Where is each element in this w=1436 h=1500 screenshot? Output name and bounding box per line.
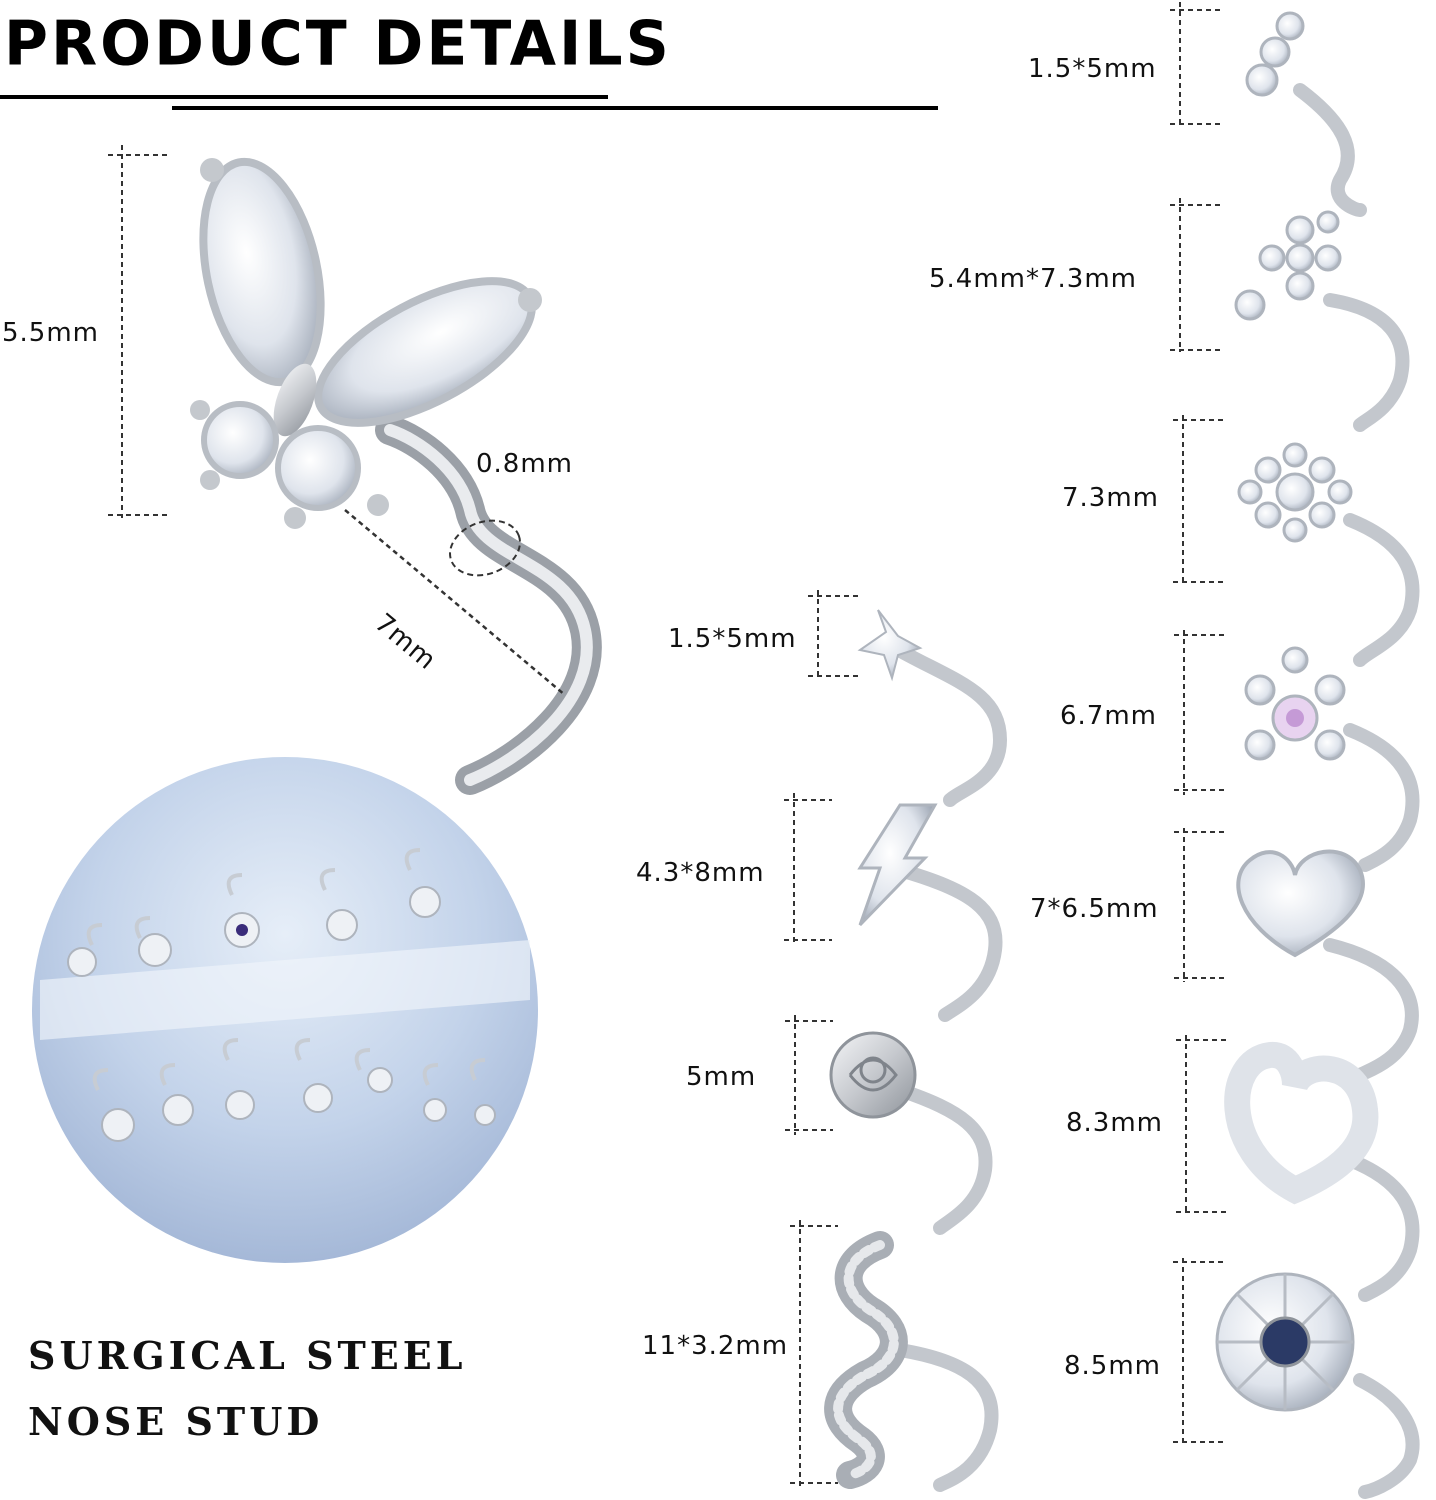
- star-stud-icon: [857, 609, 923, 682]
- right-size-1: 1.5*5mm: [1028, 54, 1157, 84]
- middle-size-4: 11*3.2mm: [642, 1331, 789, 1361]
- right-size-7: 8.5mm: [1064, 1351, 1162, 1381]
- right-size-5: 7*6.5mm: [1030, 894, 1159, 924]
- pave-heart-stud-icon: [1236, 849, 1365, 958]
- title-underline-short: [0, 95, 608, 99]
- right-size-3: 7.3mm: [1062, 483, 1160, 513]
- lifestyle-photo-circle: [32, 757, 538, 1263]
- right-size-2: 5.4mm*7.3mm: [929, 264, 1138, 294]
- caption-line-1: SURGICAL STEEL: [28, 1333, 467, 1378]
- butterfly-stud-icon: [108, 145, 602, 795]
- rose-stud-icon: [829, 1031, 917, 1119]
- middle-size-2: 4.3*8mm: [636, 858, 765, 888]
- title-underline-long: [172, 106, 938, 110]
- middle-size-3: 5mm: [686, 1062, 757, 1092]
- daisy-stud-icon: [1215, 1272, 1355, 1412]
- open-heart-stud-icon: [1224, 1042, 1379, 1205]
- caption-line-2: NOSE STUD: [28, 1399, 324, 1444]
- page-title: PRODUCT DETAILS: [4, 8, 672, 80]
- lightning-stud-icon: [857, 803, 938, 927]
- main-bar-label: 0.8mm: [476, 449, 574, 479]
- right-size-4: 6.7mm: [1060, 701, 1158, 731]
- middle-size-1: 1.5*5mm: [668, 624, 797, 654]
- right-size-6: 8.3mm: [1066, 1108, 1164, 1138]
- middle-column-art: [784, 590, 1008, 1492]
- right-column-art: [1170, 2, 1420, 1499]
- main-height-label: 5.5mm: [2, 318, 100, 348]
